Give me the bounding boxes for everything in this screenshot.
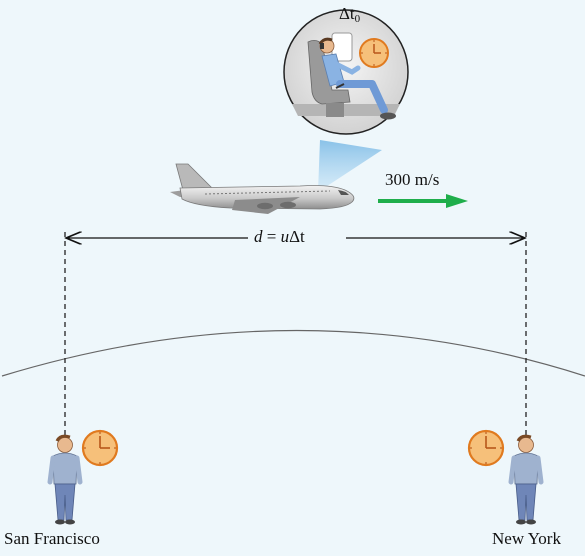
san-francisco-clock-icon	[81, 429, 119, 467]
new-york-label: New York	[492, 529, 561, 548]
proper-time-label: Δt0	[339, 4, 360, 25]
proper-time-symbol: Δt	[339, 4, 355, 23]
new-york-observer	[508, 434, 544, 525]
speed-symbol: u	[280, 227, 290, 246]
time-symbol: Δt	[289, 227, 305, 246]
san-francisco-label: San Francisco	[4, 529, 100, 548]
inset-clock-icon	[359, 38, 389, 68]
san-francisco-observer	[47, 434, 83, 525]
velocity-arrow	[378, 194, 468, 208]
new-york-clock-icon	[467, 429, 505, 467]
inset-beam	[318, 140, 382, 192]
proper-time-subscript: 0	[354, 13, 361, 25]
equals-sign: =	[262, 227, 281, 246]
distance-formula: d = uΔt	[254, 227, 305, 247]
distance-symbol: d	[254, 227, 263, 246]
earth-curve	[1, 329, 585, 377]
airplane	[170, 163, 355, 214]
cockpit-inset	[283, 9, 409, 135]
speed-label: 300 m/s	[385, 170, 440, 189]
